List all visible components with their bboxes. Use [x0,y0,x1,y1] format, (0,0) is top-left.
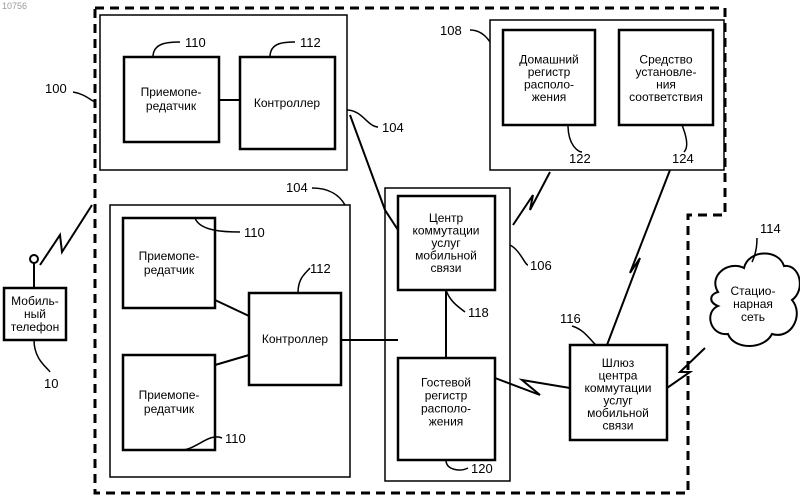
label-pstn-line: нарная [733,297,773,311]
ref-110a: 110 [185,35,206,50]
leader-106 [510,245,528,265]
label-phone-line: ный [24,307,46,321]
ref-106: 106 [530,258,552,273]
ref-120: 120 [471,461,493,476]
leader-100 [73,92,95,102]
radio-link-msc-hlr [513,172,550,225]
radio-link-gmsc-pstn [667,348,705,388]
ref-110b: 110 [244,225,265,240]
label-vlr-line: регистр [425,389,468,403]
label-ctrl-top-line: Контроллер [254,96,321,110]
label-mapper-line: соответствия [629,90,703,104]
ref-108: 108 [440,23,462,38]
label-trx-mid-line: Приемопе- [139,249,200,263]
ref-124: 124 [672,151,694,166]
label-vlr-line: Гостевой [421,376,471,390]
label-pstn-line: Стацио- [731,284,776,298]
leader-104b [312,188,345,205]
label-ctrl-top: Контроллер [254,96,321,110]
ref-114: 114 [760,221,781,236]
ref-112b: 112 [310,261,331,276]
label-trx-top: Приемопе-редатчик [141,85,202,113]
ref-10: 10 [44,376,58,391]
label-gmsc-line: связи [603,418,634,432]
label-phone-line: Мобиль- [11,294,59,308]
radio-link-gmsc-mapper [607,170,670,345]
label-trx-top-line: редатчик [146,99,197,113]
ref-112a: 112 [300,35,321,50]
label-vlr-line: располо- [421,402,471,416]
ref-116: 116 [560,311,581,326]
radio-link-phone-bts [40,205,92,265]
antenna-tip [30,255,38,263]
ref-122: 122 [569,151,591,166]
label-vlr-line: жения [429,415,464,429]
label-pstn-line: сеть [741,310,765,324]
ref-118: 118 [468,305,489,320]
leader-116 [572,326,596,345]
label-trx-top-line: Приемопе- [141,85,202,99]
label-trx-bot-line: редатчик [144,402,195,416]
leader-10 [34,340,50,372]
label-ctrl-bottom-line: Контроллер [262,332,329,346]
label-trx-mid-line: редатчик [144,263,195,277]
watermark: 10756 [2,1,27,11]
label-msc-line: связи [431,261,462,275]
label-phone-line: телефон [11,320,60,334]
ref-104a: 104 [382,120,404,135]
label-trx-bot: Приемопе-редатчик [139,388,200,416]
ref-110c: 110 [225,431,246,446]
ref-104b: 104 [286,180,308,195]
label-trx-mid: Приемопе-редатчик [139,249,200,277]
label-mapper: Средствоустановле-ниясоответствия [629,52,703,104]
leader-108 [470,30,490,42]
label-ctrl-bottom: Контроллер [262,332,329,346]
label-trx-bot-line: Приемопе- [139,388,200,402]
label-hlr-line: жения [532,90,567,104]
ref-100: 100 [45,81,67,96]
